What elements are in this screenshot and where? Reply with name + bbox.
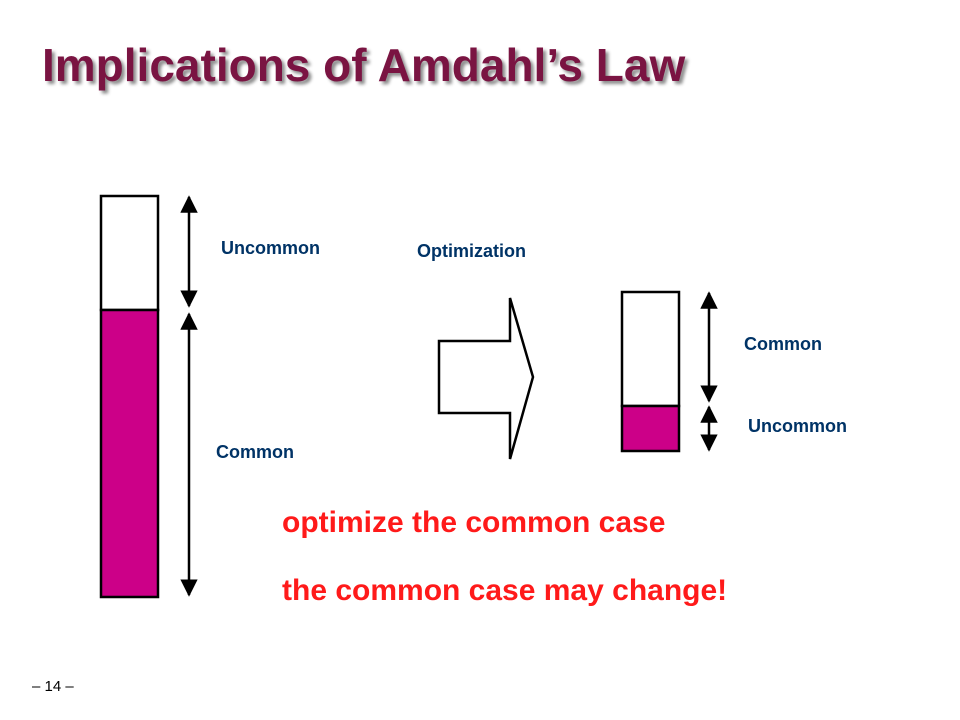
- optimization-label: Optimization: [417, 241, 526, 261]
- before-common-label: Common: [216, 442, 294, 462]
- slide-title: Implications of Amdahl’s Law: [42, 39, 686, 91]
- before-common-segment: [99, 308, 160, 599]
- before-bar: [99, 194, 160, 599]
- before-uncommon-segment: [99, 194, 160, 312]
- before-uncommon-label: Uncommon: [221, 238, 320, 258]
- message-optimize-common-case: optimize the common case: [282, 506, 666, 539]
- message-common-case-may-change: the common case may change!: [282, 574, 728, 607]
- after-bar: [620, 290, 681, 453]
- after-uncommon-segment: [620, 290, 681, 408]
- optimization-arrow-icon: [437, 297, 535, 460]
- after-common-label: Common: [744, 334, 822, 354]
- after-uncommon-label: Uncommon: [748, 416, 847, 436]
- after-common-segment: [620, 404, 681, 453]
- page-number: – 14 –: [32, 678, 74, 695]
